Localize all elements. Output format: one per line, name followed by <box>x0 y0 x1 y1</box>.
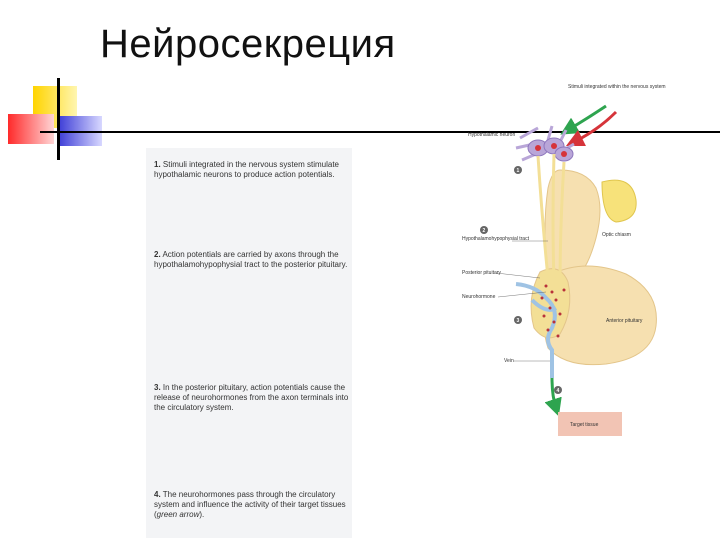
neurohormone-dots <box>540 284 566 338</box>
label-posterior-pituitary: Posterior pituitary <box>462 270 501 276</box>
leader-posterior <box>495 272 541 279</box>
neuron-nucleus <box>535 145 541 151</box>
label-vein: Vein <box>504 358 514 364</box>
label-optic-chiasm: Optic chiasm <box>602 232 631 238</box>
step-marker-4: 4 <box>554 386 562 394</box>
stimulus-arrow-red <box>565 110 618 147</box>
optic-chiasm <box>601 179 637 223</box>
corner-decoration <box>8 78 102 160</box>
svg-text:1: 1 <box>517 168 520 174</box>
step-1-text: Stimuli integrated in the nervous system… <box>154 160 339 179</box>
stimulus-arrow-green <box>560 104 607 135</box>
step-marker-3: 3 <box>514 316 522 324</box>
deco-vertical-line <box>57 78 60 160</box>
title-underline <box>40 131 720 133</box>
label-neurohormone: Neurohormone <box>462 294 496 300</box>
step-3: 3. In the posterior pituitary, action po… <box>154 383 349 412</box>
axon-bundle <box>536 153 566 289</box>
step-4: 4. The neurohormones pass through the ci… <box>154 490 346 519</box>
step-4-text-italic: green arrow <box>156 510 200 519</box>
svg-text:4: 4 <box>557 388 560 394</box>
step-3-text: In the posterior pituitary, action poten… <box>154 383 349 412</box>
label-hypothalamic-neuron: Hypothalamic neuron <box>468 132 515 138</box>
step-4-text-a: The neurohormones pass through the circu… <box>154 490 346 519</box>
target-arrow <box>544 377 562 417</box>
step-4-text-b: ). <box>199 510 205 519</box>
svg-text:3: 3 <box>517 318 520 324</box>
neurosecretion-diagram: Stimuli integrated within the nervous sy… <box>462 84 666 436</box>
step-marker-2: 2 <box>480 226 488 234</box>
neuron-nucleus <box>561 151 567 157</box>
neuron-nucleus <box>551 143 557 149</box>
label-stimuli: Stimuli integrated within the nervous sy… <box>568 84 666 90</box>
step-marker-1: 1 <box>514 166 522 174</box>
deco-red-square <box>8 114 54 144</box>
step-2: 2. Action potentials are carried by axon… <box>154 250 348 269</box>
label-hypothalamohypophysial-tract: Hypothalamohypophysial tract <box>462 236 530 242</box>
steps-panel <box>146 148 352 538</box>
target-tissue-box <box>558 412 622 436</box>
step-1: 1. Stimuli integrated in the nervous sys… <box>154 160 339 179</box>
label-anterior-pituitary: Anterior pituitary <box>606 318 643 324</box>
blood-vessels <box>515 282 558 378</box>
step-2-text: Action potentials are carried by axons t… <box>154 250 348 269</box>
svg-text:2: 2 <box>483 228 486 234</box>
label-target-tissue: Target tissue <box>570 422 599 428</box>
leader-neurohormone <box>497 291 547 298</box>
page-title: Нейросекреция <box>100 22 396 66</box>
